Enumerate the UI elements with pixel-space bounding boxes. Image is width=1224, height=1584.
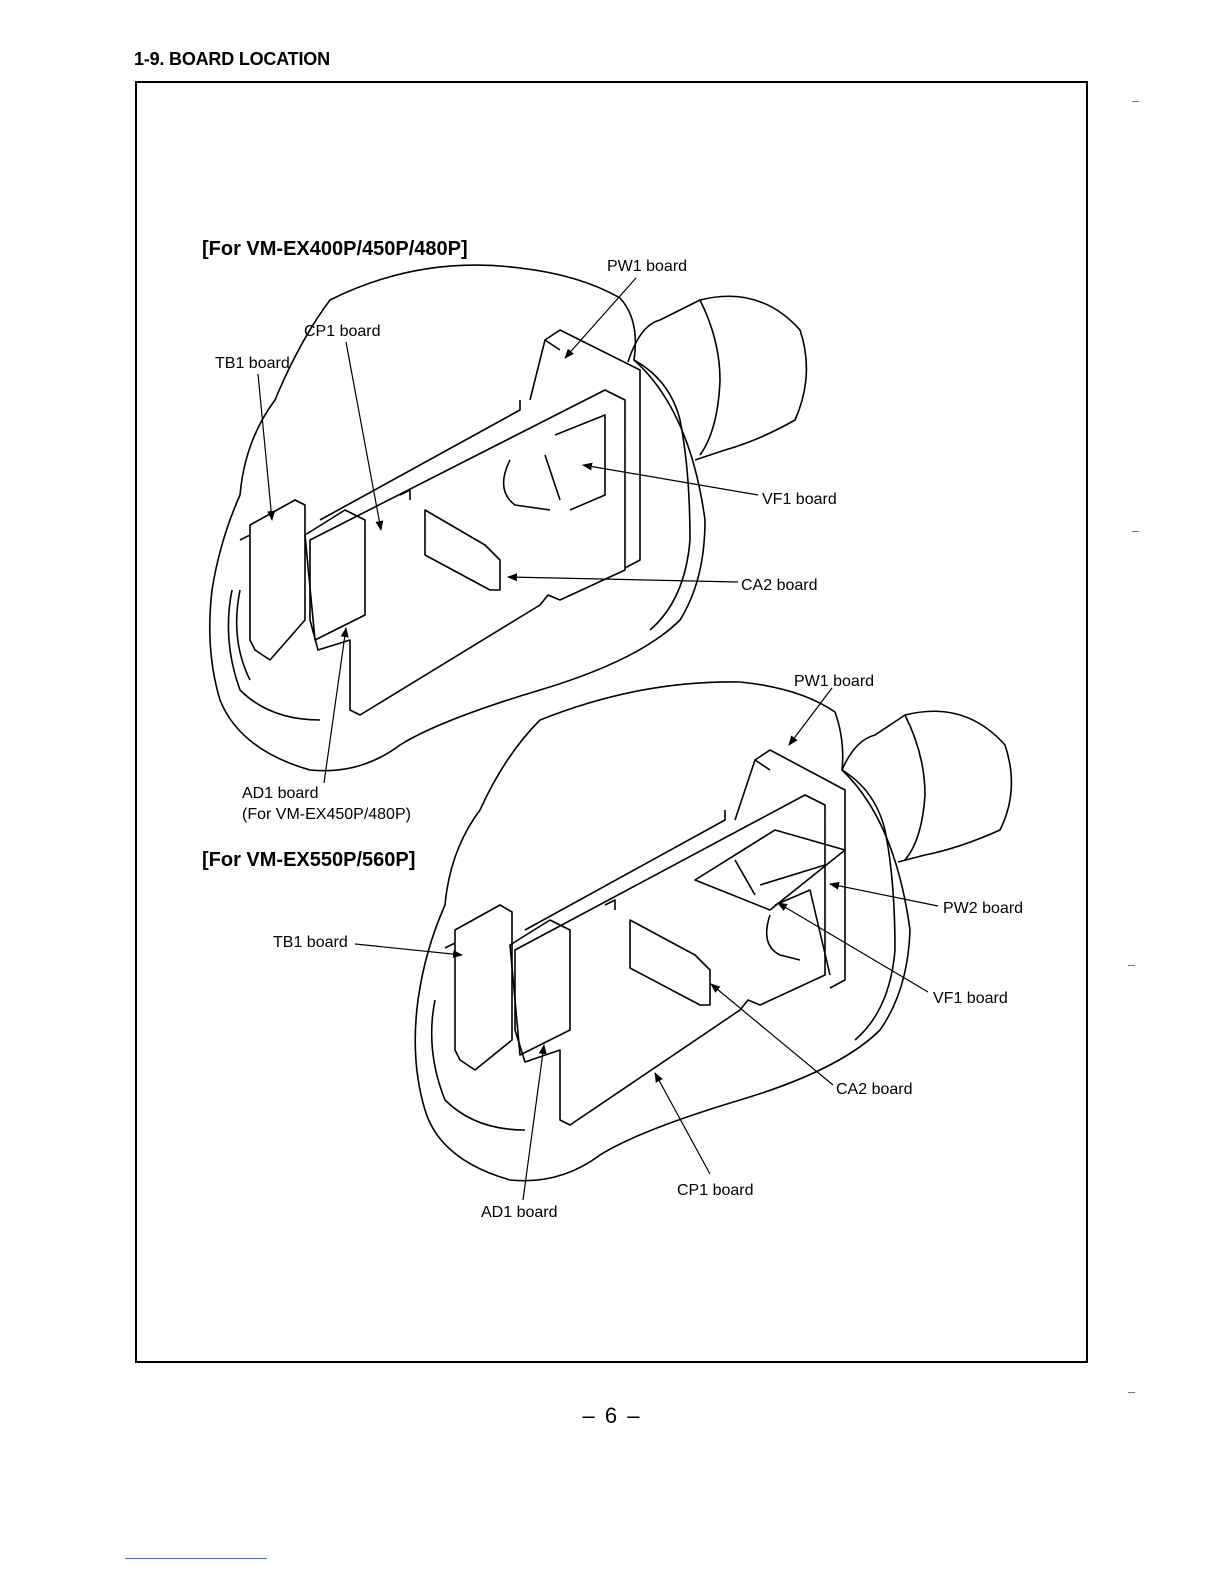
label-tb1-top: TB1 board	[215, 355, 290, 372]
label-pw1-bottom: PW1 board	[794, 673, 874, 690]
top-leader-lines	[258, 278, 758, 783]
label-cp1-bottom: CP1 board	[677, 1182, 754, 1199]
label-ca2-bottom: CA2 board	[836, 1081, 913, 1098]
camera-top-illustration	[210, 265, 807, 771]
heading-top: [For VM-EX400P/450P/480P]	[202, 238, 468, 260]
footer-rule	[125, 1558, 267, 1559]
label-ad1-note: (For VM-EX450P/480P)	[242, 806, 411, 823]
label-vf1-top: VF1 board	[762, 491, 837, 508]
page-number: – 6 –	[0, 1403, 1224, 1429]
label-cp1-top: CP1 board	[304, 323, 381, 340]
label-pw1-top: PW1 board	[607, 258, 687, 275]
margin-mark	[1128, 1392, 1135, 1393]
label-ca2-top: CA2 board	[741, 577, 818, 594]
label-ad1-top: AD1 board	[242, 785, 319, 802]
camera-bottom-illustration	[415, 682, 1011, 1181]
label-ad1-bottom: AD1 board	[481, 1204, 558, 1221]
margin-mark	[1132, 531, 1139, 532]
margin-mark	[1128, 965, 1135, 966]
label-vf1-bottom: VF1 board	[933, 990, 1008, 1007]
bottom-leader-lines	[355, 688, 938, 1200]
heading-bottom: [For VM-EX550P/560P]	[202, 849, 415, 871]
label-pw2-bottom: PW2 board	[943, 900, 1023, 917]
margin-mark	[1132, 101, 1139, 102]
label-tb1-bottom: TB1 board	[273, 934, 348, 951]
